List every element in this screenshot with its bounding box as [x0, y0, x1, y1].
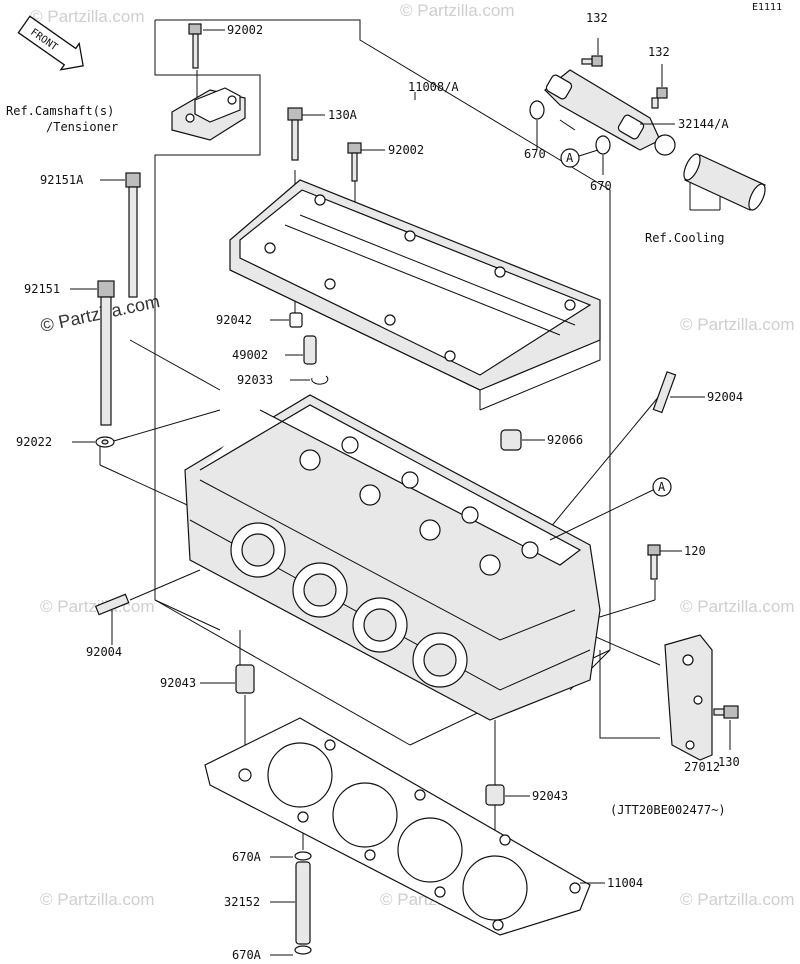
stud-92004-right	[652, 371, 677, 414]
label-11004: 11004	[607, 876, 643, 890]
label-ref-cooling: Ref.Cooling	[645, 231, 724, 245]
label-92151A: 92151A	[40, 173, 84, 187]
stud-bolt-92151	[97, 280, 115, 426]
dowel-92043-left	[235, 664, 255, 694]
watermark: © Partzilla.com	[680, 597, 795, 616]
o-ring-670A-bottom	[294, 945, 312, 955]
stud-92004-left	[94, 593, 130, 616]
cylinder-head-cover	[229, 179, 601, 411]
bolt-130A	[287, 107, 303, 161]
cylinder-head	[184, 394, 601, 721]
label-92004-left: 92004	[86, 645, 122, 659]
label-49002: 49002	[232, 348, 268, 362]
callout-a-label: A	[566, 151, 574, 165]
head-gasket	[204, 717, 591, 936]
clip-92033	[311, 375, 329, 385]
label-32144A: 32144/A	[678, 117, 729, 131]
stud-bolt-92151A	[125, 172, 141, 298]
label-92002-mid: 92002	[388, 143, 424, 157]
washer-92022	[95, 436, 115, 448]
label-ref-tensioner: /Tensioner	[46, 120, 118, 134]
callout-a-mid: A	[549, 477, 672, 541]
front-arrow-icon: FRONT	[17, 15, 84, 71]
callout-a-label: A	[658, 480, 666, 494]
diagram-code: E1111	[752, 2, 782, 13]
camshaft-cap	[171, 87, 246, 141]
serial-note: (JTT20BE002477~)	[610, 803, 726, 817]
callout-a-top: A	[560, 148, 599, 168]
label-120: 120	[684, 544, 706, 558]
label-92151: 92151	[24, 282, 60, 296]
cooling-hose	[683, 153, 766, 211]
watermark: © Partzilla.com	[680, 890, 795, 909]
label-92066: 92066	[547, 433, 583, 447]
cooling-pipe-32144A	[544, 55, 676, 156]
label-130A: 130A	[328, 108, 358, 122]
watermark-main: © Partzilla.com	[39, 291, 162, 336]
label-670-b: 670	[590, 179, 612, 193]
label-670A-bottom: 670A	[232, 948, 262, 962]
cover-bolt-holes	[264, 194, 576, 362]
o-ring-670-a	[529, 100, 545, 120]
o-ring-670A-top	[294, 851, 312, 861]
bolt-120	[647, 544, 661, 580]
leader-lines	[70, 29, 731, 956]
valve-bores	[299, 436, 539, 576]
label-27012: 27012	[684, 760, 720, 774]
cap-92066	[500, 429, 522, 451]
watermark: © Partzilla.com	[680, 315, 795, 334]
plug-49002	[303, 335, 317, 365]
label-92002-top: 92002	[227, 23, 263, 37]
label-92043-left: 92043	[160, 676, 196, 690]
label-670A-top: 670A	[232, 850, 262, 864]
watermark: © Partzilla.com	[400, 1, 515, 20]
watermark: © Partzilla.com	[40, 890, 155, 909]
label-92042: 92042	[216, 313, 252, 327]
pipe-32152	[295, 852, 311, 954]
watermark: © Partzilla.com	[30, 7, 145, 26]
label-92033: 92033	[237, 373, 273, 387]
label-ref-camshaft: Ref.Camshaft(s)	[6, 104, 114, 118]
label-32152: 32152	[224, 895, 260, 909]
bracket-27012	[664, 634, 713, 761]
dowel-92042	[289, 312, 303, 328]
o-ring-670-b	[595, 135, 611, 155]
label-132-a: 132	[586, 11, 608, 25]
dowel-92043-right	[485, 784, 505, 806]
bolt-130	[713, 705, 739, 719]
bolt-92002-top	[188, 23, 202, 69]
label-132-b: 132	[648, 45, 670, 59]
bolt-132-b	[651, 87, 668, 109]
bolt-92002-mid	[347, 142, 362, 182]
label-11008A: 11008/A	[408, 80, 459, 94]
bolt-132-a	[581, 55, 603, 67]
label-130: 130	[718, 755, 740, 769]
label-92004-right: 92004	[707, 390, 743, 404]
part-labels: 92002 11008/A Ref.Camshaft(s) /Tensioner…	[6, 11, 743, 962]
combustion-ports	[230, 522, 468, 688]
label-670-a: 670	[524, 147, 546, 161]
label-92043-right: 92043	[532, 789, 568, 803]
label-92022: 92022	[16, 435, 52, 449]
